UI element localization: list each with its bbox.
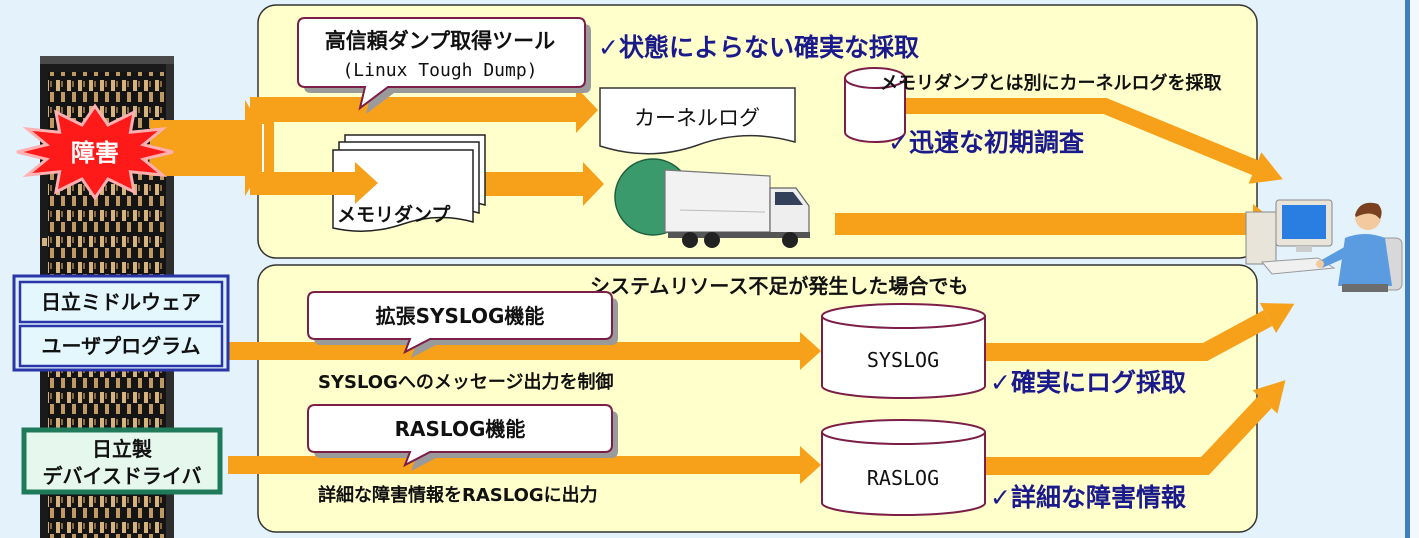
syslog-callout: 拡張SYSLOG機能: [307, 291, 618, 358]
raslog-callout: RASLOG機能: [307, 404, 618, 471]
raslog-note: 詳細な障害情報をRASLOGに出力: [318, 484, 598, 506]
right-edge-bar: [1405, 0, 1410, 538]
kernel-log-note: メモリダンプとは別にカーネルログを採取: [880, 72, 1222, 94]
resource-shortage-note: システムリソース不足が発生した場合でも: [590, 274, 968, 298]
memory-dump-documents-icon: メモリダンプ: [332, 134, 486, 232]
tool-callout: 高信頼ダンプ取得ツール (Linux Tough Dump): [297, 17, 591, 114]
driver-to-raslog-arrow: [228, 446, 821, 484]
middleware-to-syslog-arrow: [228, 332, 821, 370]
right-edge-margin: [1410, 0, 1419, 538]
dump-to-truck-arrow: [470, 162, 604, 206]
kernel-log-to-operator-arrow: [880, 98, 1283, 184]
middleware-source-group: 日立ミドルウェア ユーザプログラム: [12, 274, 230, 372]
user-program-box: [18, 324, 224, 368]
middleware-box: [18, 280, 224, 324]
device-driver-source: 日立製 デバイスドライバ: [21, 427, 223, 495]
syslog-point: ✓確実にログ採取: [990, 368, 1186, 397]
device-driver-line1: 日立製: [92, 437, 152, 461]
fault-starburst-icon: 障害: [16, 103, 174, 201]
computer-user-icon: [1245, 199, 1403, 292]
raslog-point: ✓詳細な障害情報: [990, 483, 1187, 512]
raslog-database-cylinder-icon: RASLOG: [821, 419, 986, 516]
fault-to-kernel-log-arrow: [250, 87, 598, 133]
middleware-label: 日立ミドルウェア: [41, 290, 201, 314]
kernel-log-document-icon: カーネルログ: [599, 87, 796, 155]
kernel-log-storage-cylinder-icon: [844, 67, 906, 143]
syslog-database-cylinder-icon: SYSLOG: [821, 303, 986, 399]
syslog-to-operator-arrow: [975, 303, 1295, 361]
tool-callout-subtitle: (Linux Tough Dump): [342, 60, 537, 81]
fault-to-memory-dump-arrow: [262, 162, 378, 204]
reliable-capture-point: ✓状態によらない確実な採取: [598, 33, 919, 62]
device-driver-line2: デバイスドライバ: [43, 464, 202, 488]
truck-icon: [614, 158, 810, 248]
memory-dump-label: メモリダンプ: [337, 203, 451, 226]
tool-callout-title: 高信頼ダンプ取得ツール: [325, 29, 555, 53]
fault-main-arrow: [150, 100, 274, 196]
raslog-to-operator-arrow: [975, 380, 1286, 475]
fault-label: 障害: [71, 139, 119, 167]
kernel-log-label: カーネルログ: [634, 106, 760, 130]
raslog-database-label: RASLOG: [867, 466, 939, 490]
syslog-note: SYSLOGへのメッセージ出力を制御: [318, 371, 614, 393]
user-program-label: ユーザプログラム: [42, 334, 201, 358]
syslog-callout-label: 拡張SYSLOG機能: [376, 304, 545, 328]
syslog-database-label: SYSLOG: [867, 348, 939, 372]
raslog-callout-label: RASLOG機能: [395, 417, 526, 441]
fast-investigation-point: ✓迅速な初期調査: [888, 128, 1084, 157]
